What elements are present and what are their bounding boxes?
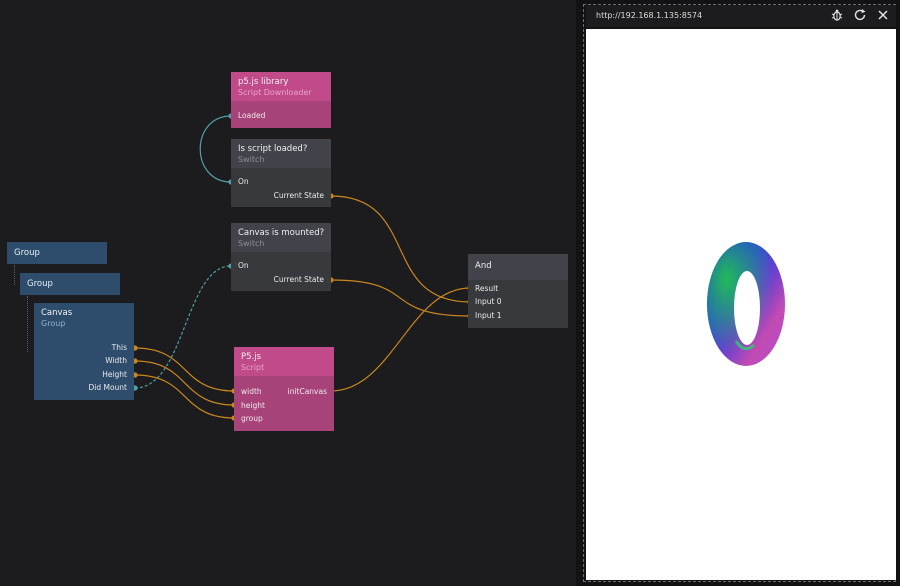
node-editor-canvas[interactable]: p5.js library Script Downloader Loaded I… xyxy=(0,0,576,586)
node-subtitle: Switch xyxy=(238,239,265,248)
node-is-script-loaded[interactable]: Is script loaded? Switch On Current Stat… xyxy=(231,139,331,207)
port-result[interactable]: Result xyxy=(475,284,499,293)
port-on[interactable]: On xyxy=(238,261,249,270)
port-width[interactable]: width xyxy=(241,387,262,396)
port-init-canvas[interactable]: initCanvas xyxy=(287,387,327,396)
wire-height-to-height xyxy=(134,360,235,406)
node-title: Group xyxy=(27,279,53,289)
port-height[interactable]: height xyxy=(241,401,265,410)
port-height[interactable]: Height xyxy=(102,370,127,379)
node-subtitle: Switch xyxy=(238,155,265,164)
wire-result-to-initcanvas xyxy=(330,287,471,392)
node-title: p5.js library xyxy=(238,77,289,87)
port-input-1[interactable]: Input 1 xyxy=(475,311,502,320)
port-on[interactable]: On xyxy=(238,177,249,186)
node-title: Canvas xyxy=(41,308,73,318)
node-title: Is script loaded? xyxy=(238,144,308,154)
refresh-icon[interactable] xyxy=(853,8,867,22)
port-this[interactable]: This xyxy=(111,343,127,352)
node-p5js-script[interactable]: P5.js Script width height group initCanv… xyxy=(234,347,334,431)
torus-render xyxy=(707,242,785,366)
port-group[interactable]: group xyxy=(241,414,263,423)
hierarchy-line xyxy=(27,296,28,352)
port-did-mount[interactable]: Did Mount xyxy=(88,383,127,392)
close-icon[interactable] xyxy=(876,8,890,22)
node-subtitle: Script Downloader xyxy=(238,88,312,97)
wire-width-to-width xyxy=(134,347,235,392)
wire-this-to-group xyxy=(134,374,235,419)
preview-toolbar: http://192.168.1.135:8574 xyxy=(586,5,896,27)
port-width[interactable]: Width xyxy=(105,356,127,365)
node-p5js-library[interactable]: p5.js library Script Downloader Loaded xyxy=(231,72,331,128)
node-group-inner[interactable]: Group xyxy=(20,273,120,295)
node-title: Canvas is mounted? xyxy=(238,228,325,238)
node-group-outer[interactable]: Group xyxy=(7,242,107,264)
node-and[interactable]: And Result Input 0 Input 1 xyxy=(468,254,568,328)
node-subtitle: Script xyxy=(241,363,265,372)
bug-icon[interactable] xyxy=(830,8,844,22)
preview-viewport[interactable] xyxy=(586,29,896,580)
node-title: And xyxy=(475,261,492,271)
port-input-0[interactable]: Input 0 xyxy=(475,297,502,306)
node-canvas-is-mounted[interactable]: Canvas is mounted? Switch On Current Sta… xyxy=(231,223,331,291)
port-current-state[interactable]: Current State xyxy=(273,191,324,200)
node-title: Group xyxy=(14,248,40,258)
node-title: P5.js xyxy=(241,352,262,362)
node-subtitle: Group xyxy=(41,319,66,328)
preview-url[interactable]: http://192.168.1.135:8574 xyxy=(596,11,703,20)
wire-didmount-to-on xyxy=(134,265,232,389)
hierarchy-line xyxy=(14,265,15,285)
wire-loaded-to-on xyxy=(199,115,232,183)
wire-canvasmounted-to-input1 xyxy=(330,279,471,317)
node-canvas[interactable]: Canvas Group This Width Height Did Mount xyxy=(34,303,134,400)
wire-scriptloaded-to-input0 xyxy=(330,195,471,303)
port-current-state[interactable]: Current State xyxy=(273,275,324,284)
port-loaded[interactable]: Loaded xyxy=(238,111,266,120)
